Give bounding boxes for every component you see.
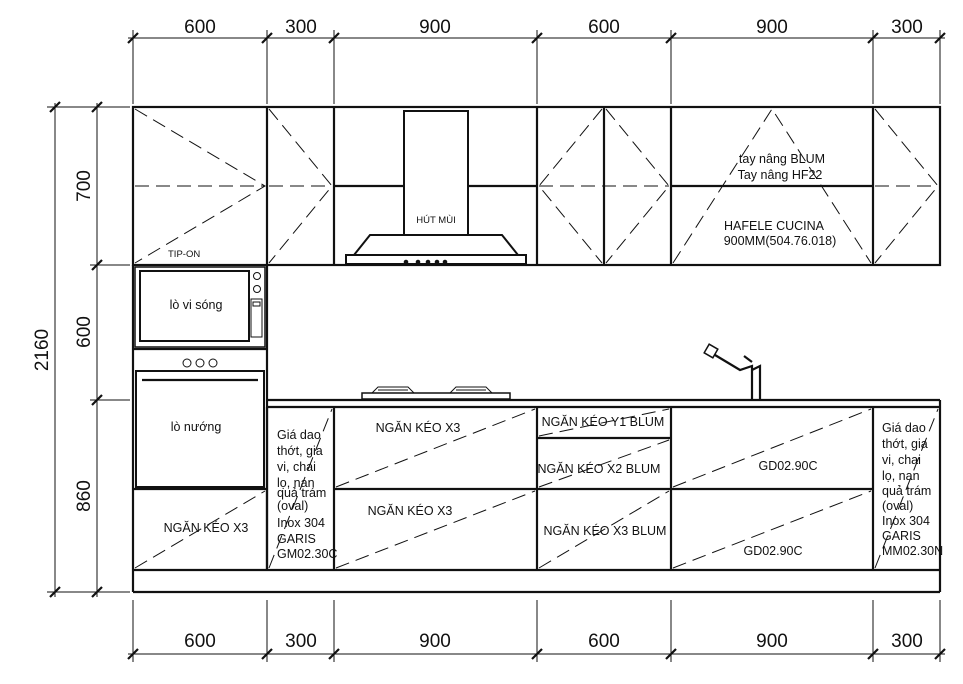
svg-text:thớt, gia: thớt, gia <box>277 444 323 458</box>
bottom-dim-1: 600 <box>184 631 216 652</box>
bottom-dim-5: 900 <box>756 631 788 652</box>
svg-text:vi, chai: vi, chai <box>277 460 316 474</box>
oven-label: lò nướng <box>171 420 222 434</box>
bottom-dimension-line: 600 300 900 600 900 300 <box>127 600 946 662</box>
bottom-dim-4: 600 <box>588 631 620 652</box>
svg-text:GM02.30C: GM02.30C <box>277 547 337 561</box>
hood-label: HÚT MÙI <box>416 215 455 226</box>
drawer-mid-top-label: NGĂN KÉO X3 <box>376 420 461 435</box>
oven: lò nướng <box>135 358 265 488</box>
svg-text:(oval): (oval) <box>882 499 913 513</box>
tip-on-label: TIP-ON <box>168 249 200 260</box>
microwave: lò vi sóng <box>134 266 266 348</box>
hafele-label-1: HAFELE CUCINA <box>724 219 825 233</box>
drawer-left-label: NGĂN KÉO X3 <box>164 520 249 535</box>
hood-light-dots <box>403 259 448 265</box>
drawer-mid-bottom-label: NGĂN KÉO X3 <box>368 503 453 518</box>
lower-cabinets: NGĂN KÉO X3 NGĂN KÉO X3 NGĂN KÉO Y1 BLUM… <box>133 407 943 594</box>
range-hood: HÚT MÙI <box>345 110 527 265</box>
microwave-label: lò vi sóng <box>170 298 223 312</box>
hafele-label-2: 900MM(504.76.018) <box>724 234 837 248</box>
svg-text:MM02.30N: MM02.30N <box>882 544 943 558</box>
gd-top-label: GD02.90C <box>758 459 817 473</box>
bottom-dim-3: 900 <box>419 631 451 652</box>
top-dim-5: 900 <box>756 17 788 38</box>
top-dim-6: 300 <box>891 17 923 38</box>
svg-text:(oval): (oval) <box>277 499 308 513</box>
blum-x2-label: NGĂN KÉO X2 BLUM <box>538 461 661 476</box>
top-dim-1: 600 <box>184 17 216 38</box>
svg-text:Inox 304: Inox 304 <box>882 514 930 528</box>
rack-right-label: Giá dao thớt, gia vi, chai lọ, nan quả t… <box>882 421 943 558</box>
svg-text:GARIS: GARIS <box>882 529 921 543</box>
countertop <box>267 398 942 409</box>
left-dim-total: 2160 <box>32 329 53 371</box>
gas-hob <box>361 386 511 400</box>
blum-y1-label: NGĂN KÉO Y1 BLUM <box>542 414 665 429</box>
svg-text:Inox 304: Inox 304 <box>277 516 325 530</box>
svg-text:GARIS: GARIS <box>277 532 316 546</box>
lift-label-1: tay nâng BLUM <box>739 152 825 166</box>
svg-text:Giá dao: Giá dao <box>882 421 926 435</box>
svg-text:thớt, gia: thớt, gia <box>882 437 928 451</box>
bottom-dim-2: 300 <box>285 631 317 652</box>
sink-faucet <box>703 343 762 400</box>
svg-text:Giá dao: Giá dao <box>277 428 321 442</box>
svg-text:quả trám: quả trám <box>277 486 326 500</box>
top-dim-2: 300 <box>285 17 317 38</box>
left-dim-upper: 700 <box>74 170 95 202</box>
lift-label-2: Tay nâng HF22 <box>738 168 823 182</box>
svg-text:lọ, nan: lọ, nan <box>277 476 315 490</box>
rack-left-label: Giá dao thớt, gia vi, chai lọ, nan quả t… <box>277 428 337 561</box>
blum-x3-label: NGĂN KÉO X3 BLUM <box>544 523 667 538</box>
appliance-tower: lò vi sóng lò nướng NGĂN KÉO X3 <box>131 265 269 592</box>
top-dim-3: 900 <box>419 17 451 38</box>
left-dimension-lines: 2160 700 600 860 <box>32 101 130 598</box>
left-dim-lower: 860 <box>74 480 95 512</box>
left-dim-middle: 600 <box>74 316 95 348</box>
svg-text:vi, chai: vi, chai <box>882 453 921 467</box>
svg-text:lọ, nan: lọ, nan <box>882 469 920 483</box>
svg-text:quả trám: quả trám <box>882 484 931 498</box>
upper-cabinets: TIP-ON tay nâng BLUM Tay nâng HF22 HAFEL… <box>131 105 942 267</box>
gd-bottom-label: GD02.90C <box>743 544 802 558</box>
bottom-dim-6: 300 <box>891 631 923 652</box>
top-dimension-line: 600 300 900 600 900 300 <box>127 17 946 104</box>
top-dim-4: 600 <box>588 17 620 38</box>
